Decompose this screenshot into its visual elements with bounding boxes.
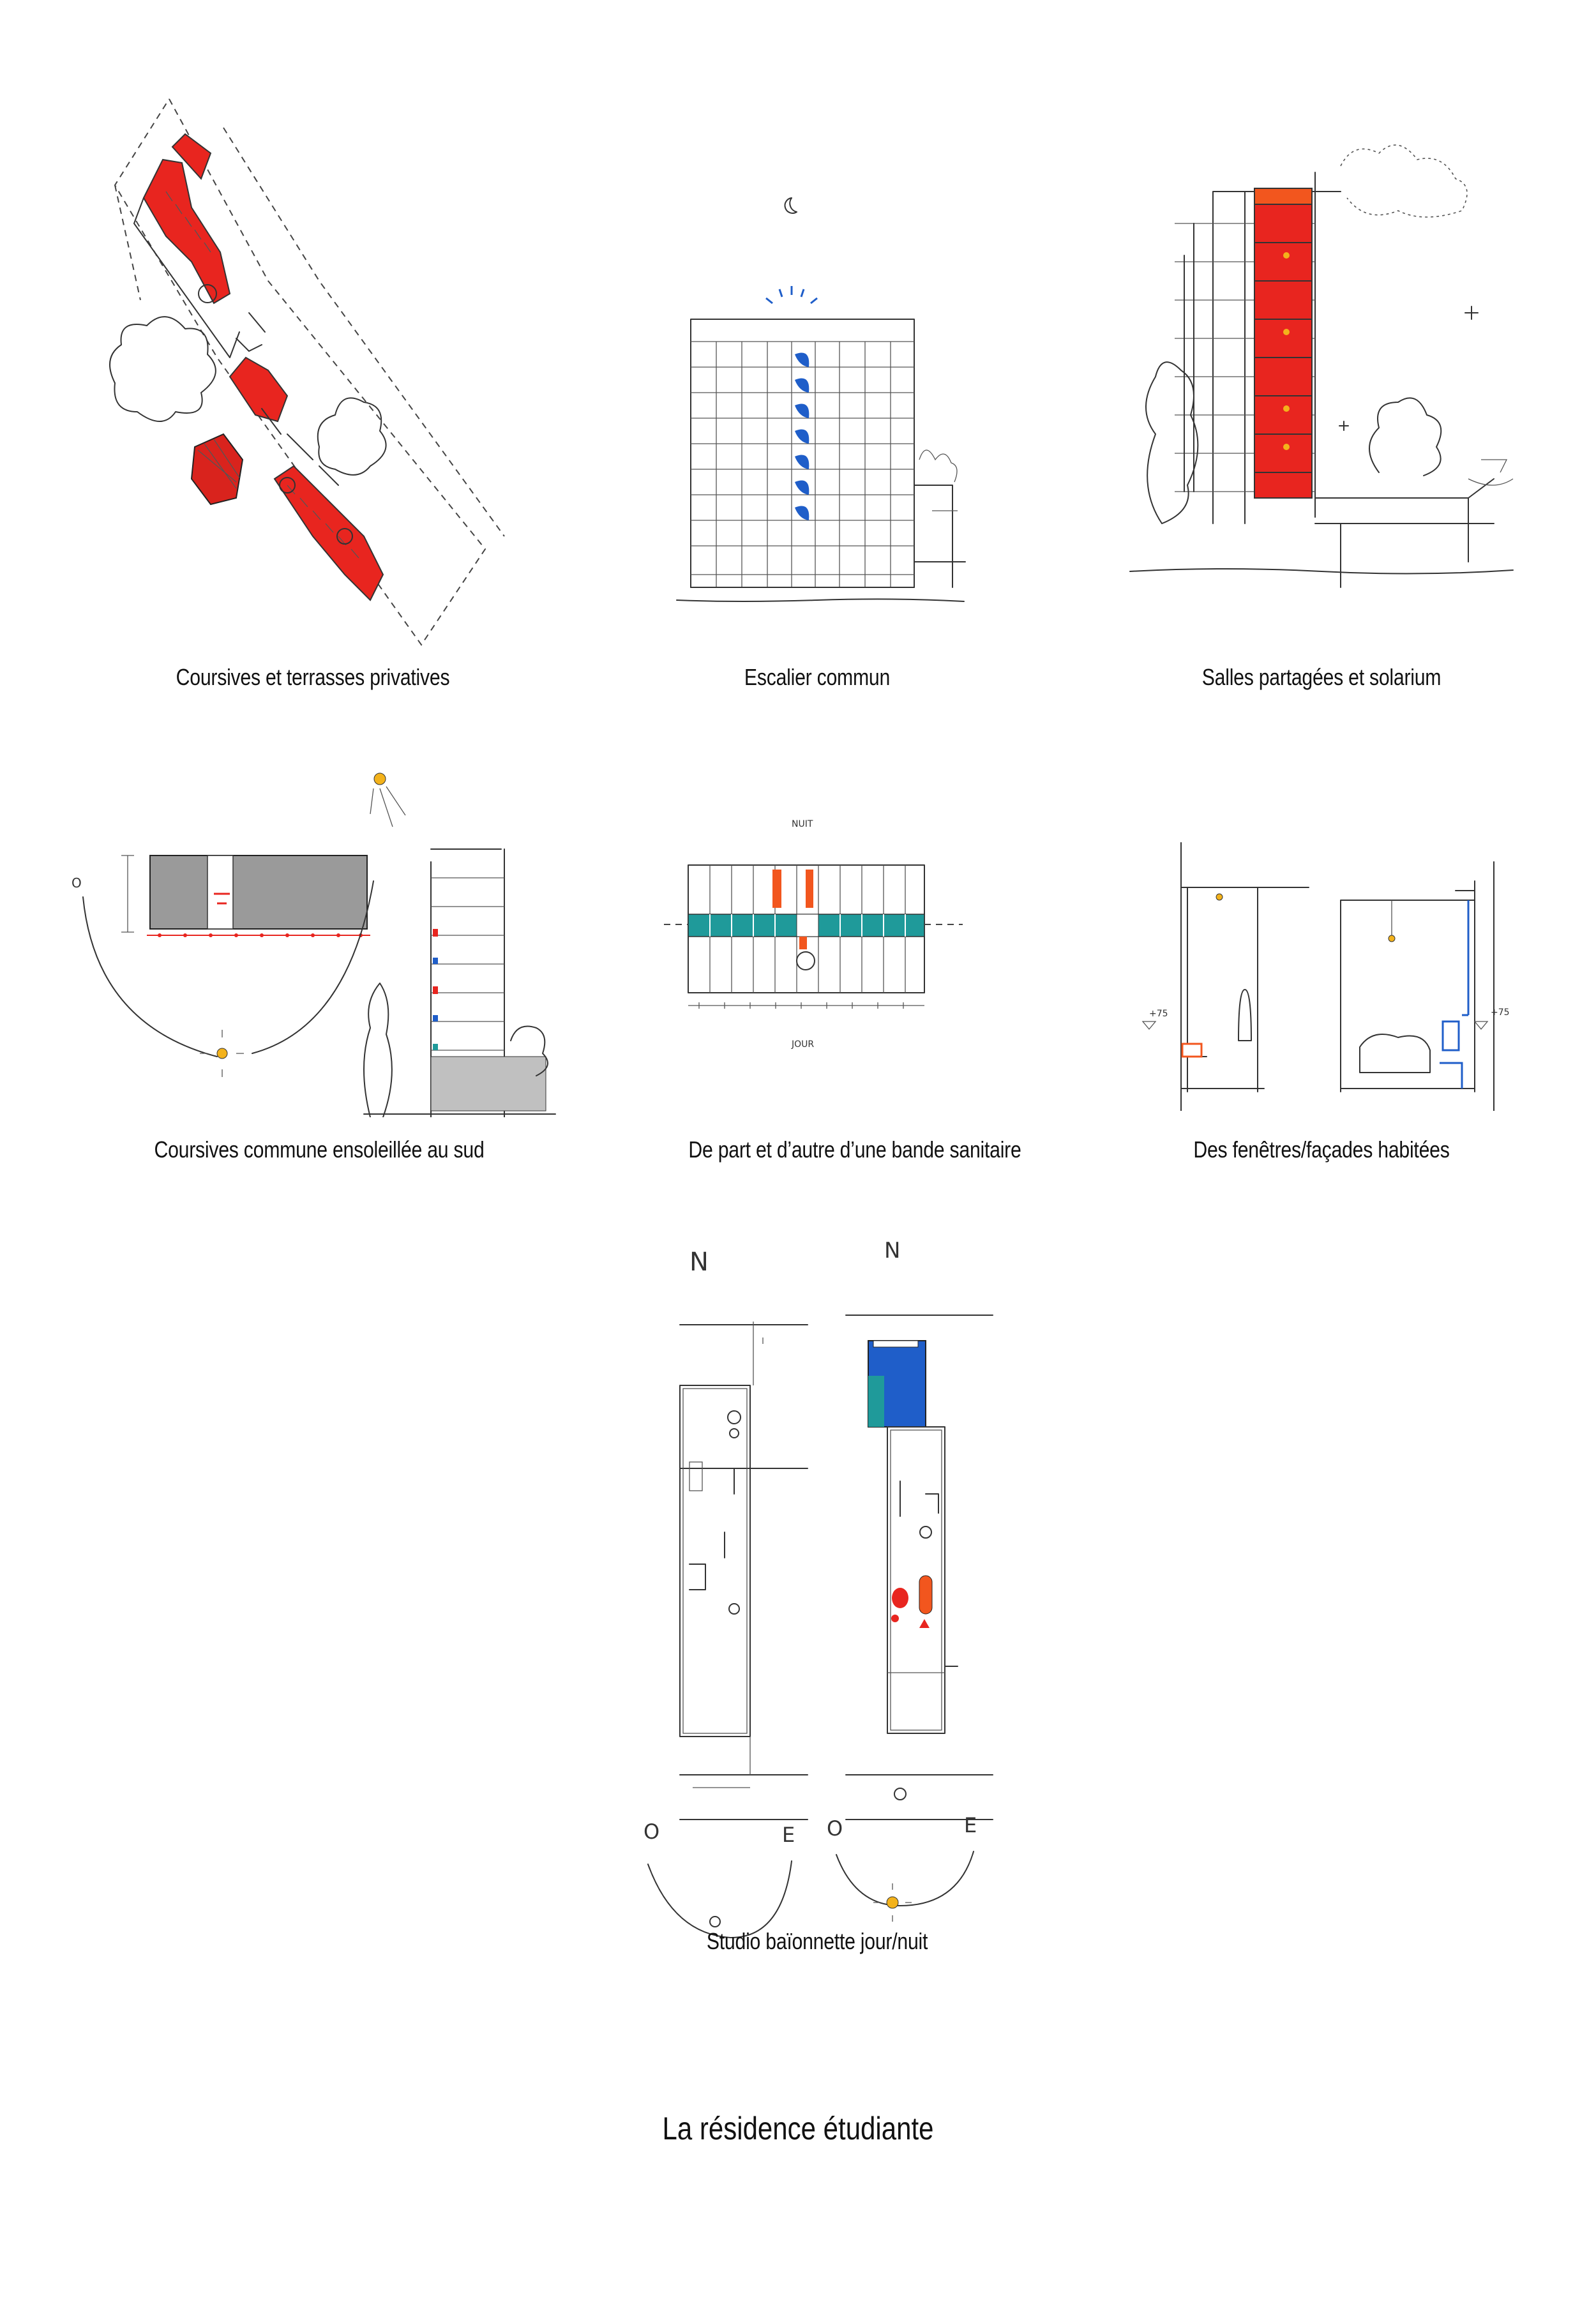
coursive-red-middle: [229, 356, 289, 423]
compass-e-right: E: [964, 1813, 977, 1837]
compass-o-left: O: [644, 1820, 659, 1844]
red-table: [892, 1588, 908, 1608]
compass-o-right: O: [827, 1816, 843, 1841]
window-sections: +75 +75: [1141, 842, 1510, 1111]
caption-coursives-sud: Coursives commune ensoleillée au sud: [154, 1136, 485, 1163]
plan-sanitary: NUIT JOUR: [664, 819, 963, 1050]
section-drawing: [1129, 144, 1514, 588]
blue-wc: [1442, 1020, 1460, 1051]
panel-coursives-terrasses: Coursives et terrasses privatives: [96, 89, 530, 690]
panel-escalier-commun: Escalier commun: [664, 192, 970, 690]
panel-fenetres-habitees: +75 +75 Des fenêtres/façades habitées: [1130, 830, 1513, 1163]
axonometric-drawing: [109, 98, 505, 646]
coursive-red-upper: [142, 158, 231, 305]
north-right: N: [884, 1238, 900, 1263]
caption-salles: Salles partagées et solarium: [1201, 664, 1442, 690]
caption-escalier: Escalier commun: [744, 664, 891, 690]
panel-studio-baionnette: N N O E O E Stu: [619, 1226, 1015, 2005]
label-jour: JOUR: [791, 1039, 814, 1050]
compass-e-left: E: [782, 1823, 795, 1847]
panel-bande-sanitaire: NUIT JOUR De part et d’autre d’une bande…: [664, 811, 1021, 1163]
label-nuit: NUIT: [792, 819, 813, 829]
elevation-drawing: [676, 197, 966, 602]
caption-coursives: Coursives et terrasses privatives: [176, 664, 450, 690]
panel-salles-partagees: Salles partagées et solarium: [1124, 128, 1519, 690]
hatched-plan: [149, 855, 368, 930]
studio-plans: N N O E O E: [644, 1238, 993, 1938]
compass-o: O: [72, 875, 82, 891]
window-orange: [1181, 1043, 1203, 1058]
caption-fenetres: Des fenêtres/façades habitées: [1193, 1136, 1450, 1163]
level-right: +75: [1491, 1007, 1510, 1018]
blue-stair-marks: [795, 352, 809, 520]
sun-diagram: O E: [72, 772, 556, 1117]
page-title: La résidence étudiante: [662, 2111, 934, 2146]
coursive-red-lower: [273, 465, 384, 601]
north-left: N: [689, 1247, 709, 1277]
red-tower: [1254, 204, 1313, 499]
caption-bande-sanitaire: De part et d’autre d’une bande sanitaire: [688, 1136, 1021, 1163]
caption-studio: Studio baïonnette jour/nuit: [706, 1928, 928, 1954]
panel-coursives-sud: O E Coursives commune ensoleillée au sud: [64, 760, 575, 1163]
level-left: +75: [1149, 1009, 1168, 1019]
